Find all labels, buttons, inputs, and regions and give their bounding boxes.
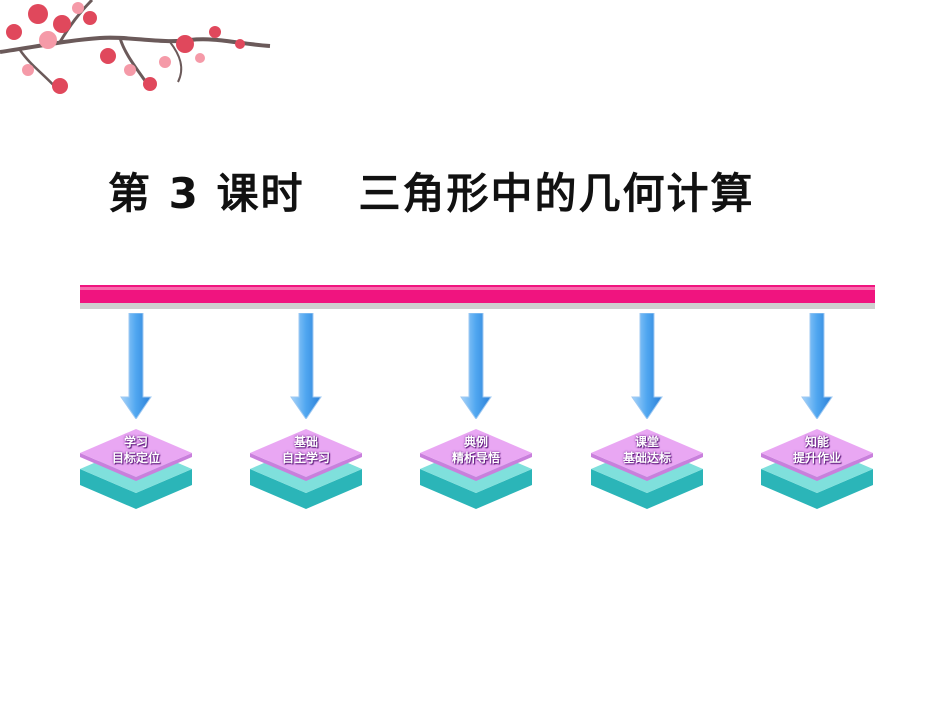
tile-icon [420, 429, 532, 509]
lesson-topic: 三角形中的几何计算 [358, 169, 755, 218]
tile-icon [250, 429, 362, 509]
nav-item-self-study[interactable]: 基础自主学习 [250, 313, 362, 513]
nav-item-label: 知能提升作业 [792, 435, 841, 465]
nav-item-class-basics[interactable]: 课堂基础达标 [591, 313, 703, 513]
tile-icon [761, 429, 873, 509]
lesson-number: 第 3 课时 [108, 169, 305, 218]
nav-item-label: 学习目标定位 [111, 435, 160, 465]
page-title: 第 3 课时 三角形中的几何计算 [108, 160, 868, 230]
down-arrow-icon [460, 313, 492, 419]
nav-item-improvement-homework[interactable]: 知能提升作业 [761, 313, 873, 513]
down-arrow-icon [631, 313, 663, 419]
plum-blossom-branch-image [0, 0, 271, 94]
timeline-bar [80, 285, 875, 309]
nav-item-learning-goals[interactable]: 学习目标定位 [80, 313, 192, 513]
nav-item-label: 基础自主学习 [281, 435, 330, 465]
nav-item-label: 典例精析导悟 [451, 435, 500, 465]
tile-icon [591, 429, 703, 509]
down-arrow-icon [120, 313, 152, 419]
nav-item-label: 课堂基础达标 [622, 435, 671, 465]
tile-icon [80, 429, 192, 509]
down-arrow-icon [801, 313, 833, 419]
nav-item-example-analysis[interactable]: 典例精析导悟 [420, 313, 532, 513]
down-arrow-icon [290, 313, 322, 419]
